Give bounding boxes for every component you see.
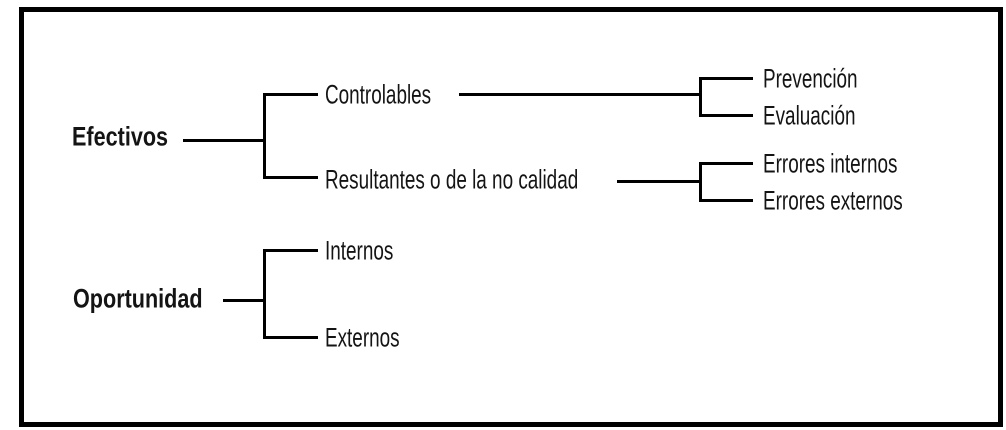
efectivos-bracket-vertical: [263, 93, 266, 179]
prevencion-stub-line: [699, 77, 753, 80]
controlables-connector-line: [459, 93, 702, 96]
oportunidad-bracket-vertical: [263, 249, 266, 339]
resultantes-stub-line: [263, 176, 318, 179]
node-label-oportunidad: Oportunidad: [73, 283, 203, 314]
externos-stub-line: [263, 336, 318, 339]
node-label-internos: Internos: [325, 235, 394, 266]
errores-externos-stub-line: [699, 199, 753, 202]
resultantes-connector-line: [617, 180, 702, 183]
node-label-errores-internos: Errores internos: [763, 148, 898, 179]
node-label-externos: Externos: [325, 322, 400, 353]
internos-stub-line: [263, 249, 318, 252]
controlables-bracket-vertical: [699, 77, 702, 117]
efectivos-connector-line: [183, 139, 265, 142]
controlables-stub-line: [263, 93, 318, 96]
resultantes-bracket-vertical: [699, 162, 702, 202]
node-label-resultantes: Resultantes o de la no calidad: [325, 164, 579, 195]
node-label-controlables: Controlables: [325, 79, 432, 110]
evaluacion-stub-line: [699, 114, 753, 117]
node-label-efectivos: Efectivos: [72, 121, 169, 152]
errores-internos-stub-line: [699, 162, 753, 165]
oportunidad-connector-line: [223, 299, 265, 302]
node-label-errores-externos: Errores externos: [763, 185, 903, 216]
diagram-outer-frame: [19, 7, 1003, 427]
node-label-evaluacion: Evaluación: [763, 100, 856, 131]
node-label-prevencion: Prevención: [763, 63, 858, 94]
